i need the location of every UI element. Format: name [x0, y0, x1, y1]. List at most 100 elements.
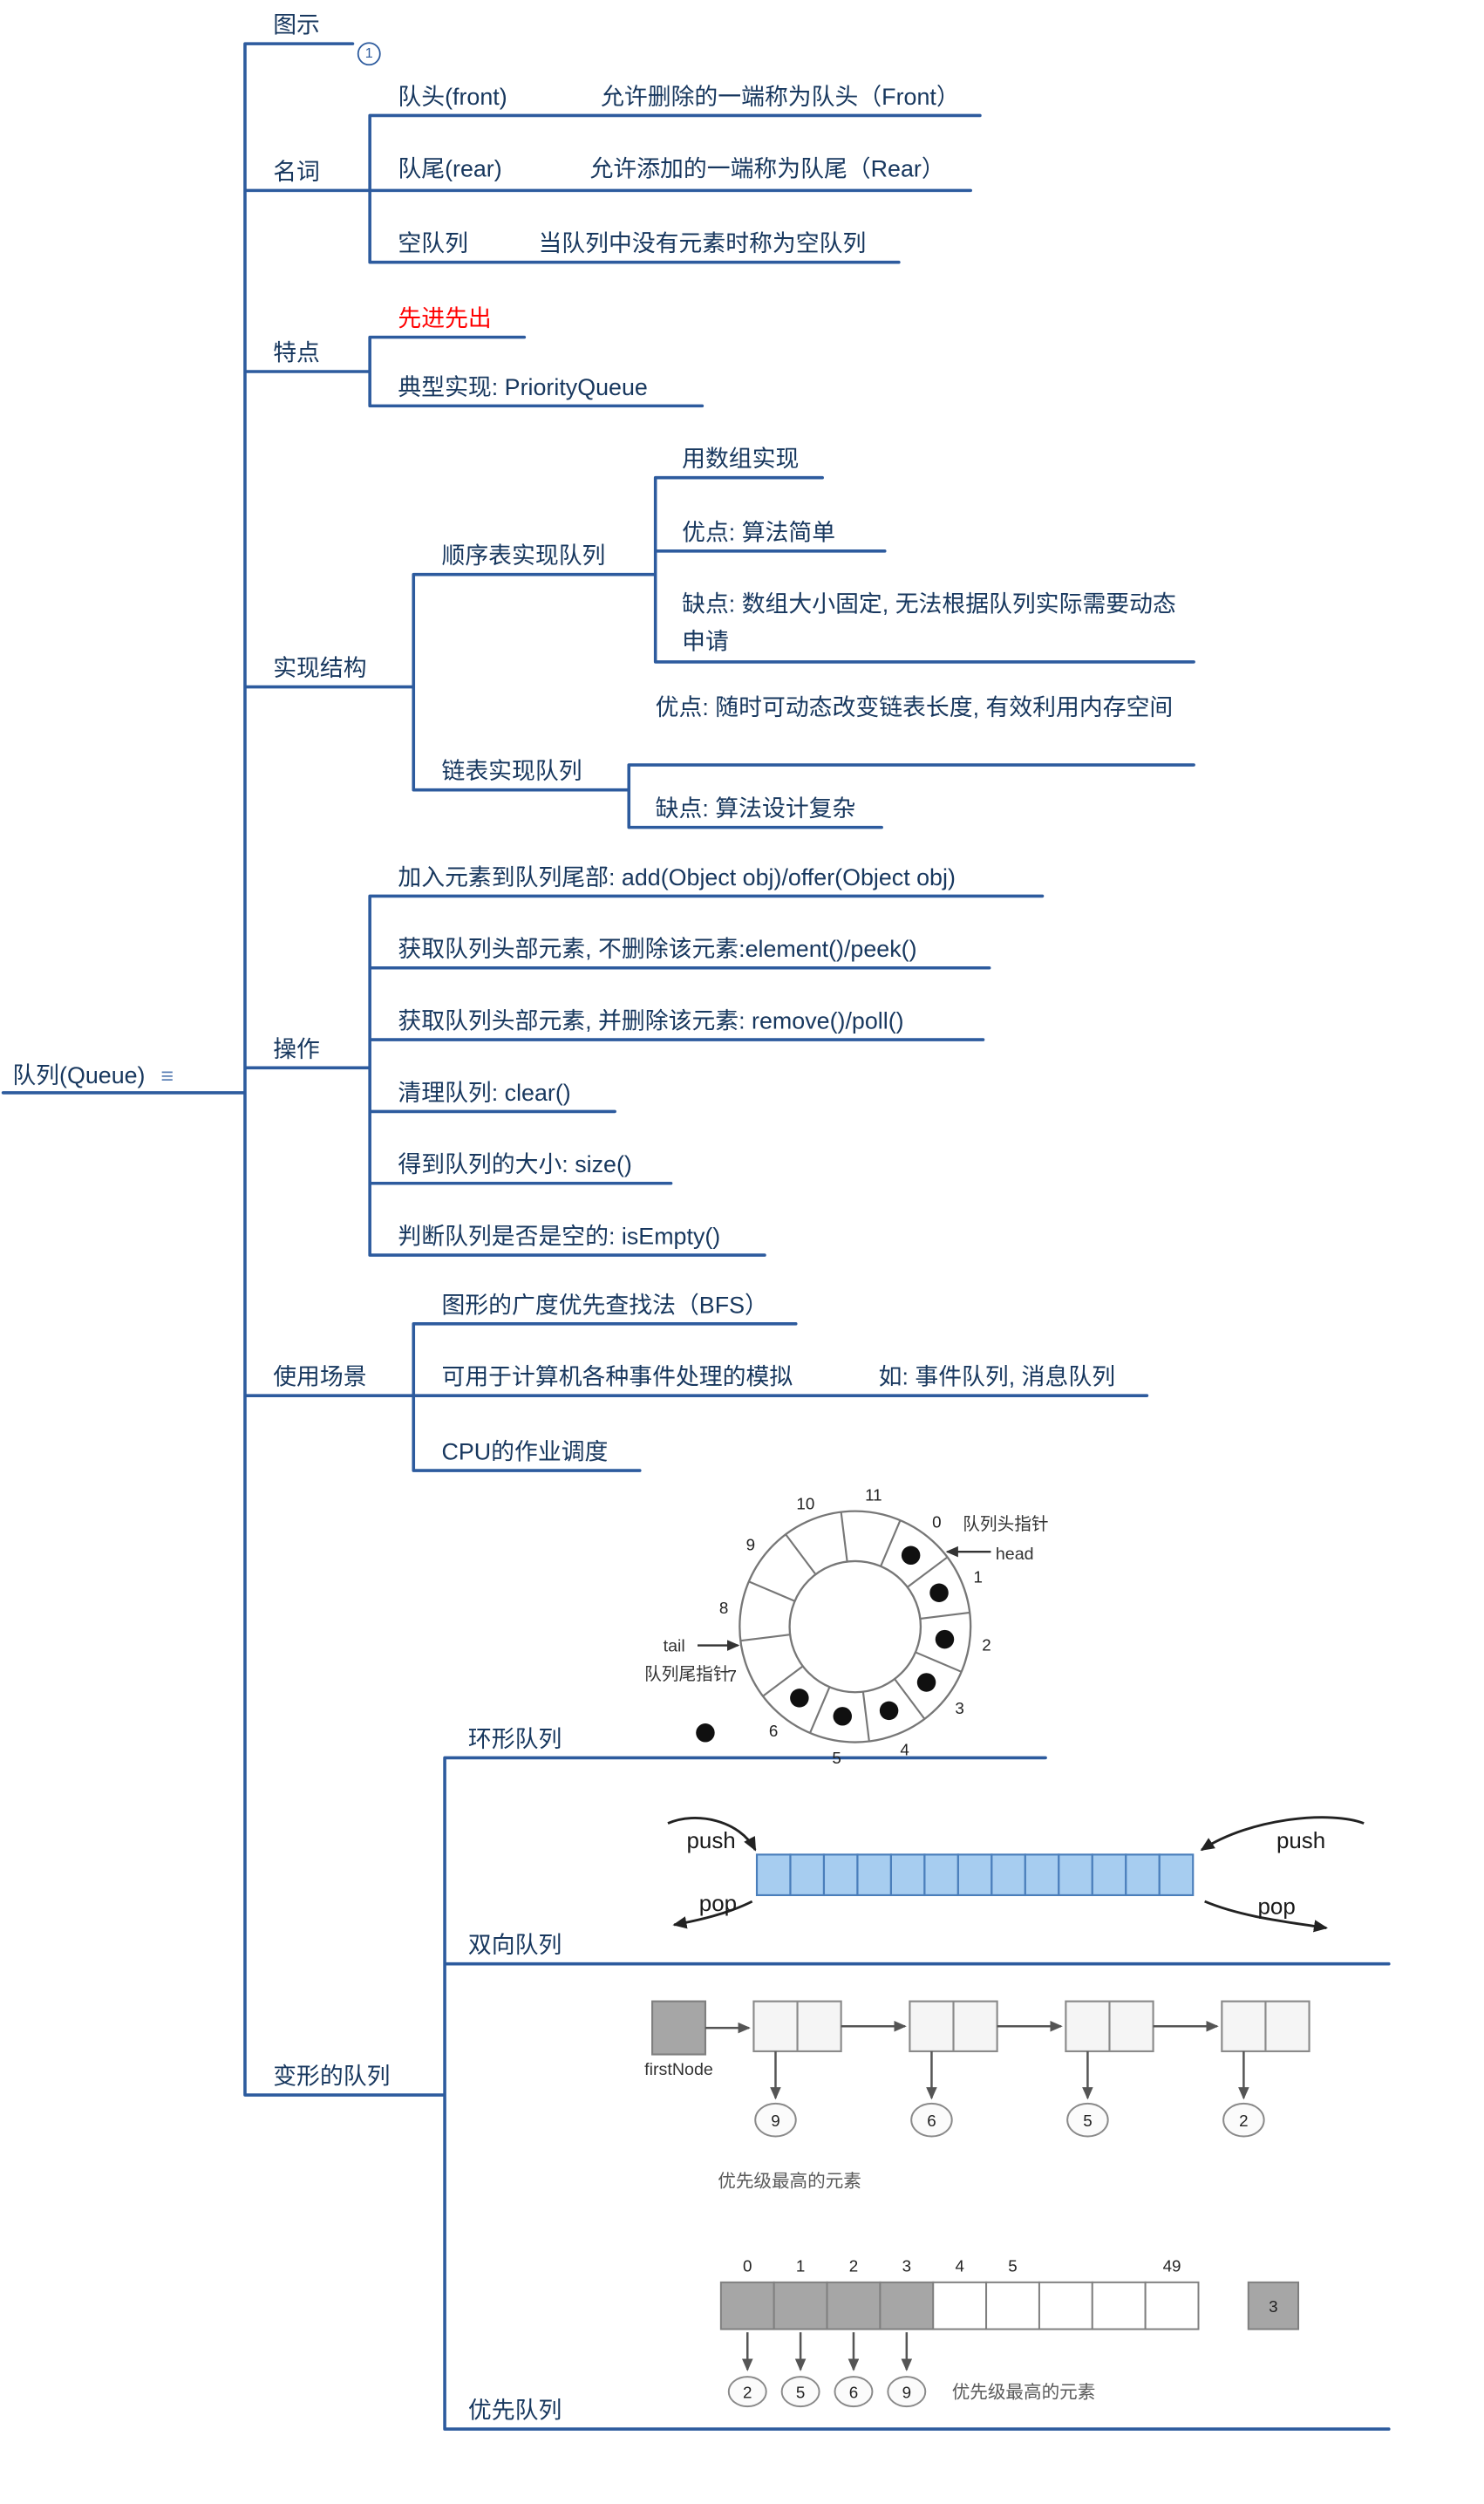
deque-cell — [1024, 1853, 1060, 1897]
push-left-arrow — [667, 1817, 757, 1852]
queue-element-dot — [901, 1545, 921, 1566]
ring-slot-number: 4 — [900, 1740, 909, 1758]
usecase-simulation-example[interactable]: 如: 事件队列, 消息队列 — [878, 1364, 1116, 1391]
impl-linked[interactable]: 链表实现队列 — [441, 758, 582, 786]
array-index-label: 5 — [1008, 2256, 1017, 2275]
priority-ellipse — [780, 2376, 820, 2408]
ring-divider — [907, 1556, 949, 1588]
queue-element-dot — [929, 1583, 949, 1602]
term-empty-desc[interactable]: 当队列中没有元素时称为空队列 — [538, 230, 867, 258]
deque-cell — [923, 1853, 959, 1897]
deque-cell — [755, 1853, 792, 1897]
deque-cell — [1158, 1853, 1195, 1897]
array-cell — [932, 2281, 988, 2330]
array-index-label: 4 — [955, 2256, 963, 2275]
impl-linked-con[interactable]: 缺点: 算法设计复杂 — [655, 795, 856, 823]
op-size[interactable]: 得到队列的大小: size() — [398, 1151, 632, 1179]
topic-number-badge[interactable]: 1 — [357, 42, 381, 66]
array-cell — [826, 2281, 882, 2330]
variant-priority[interactable]: 优先队列 — [467, 2398, 562, 2425]
ring-slot-number: 8 — [719, 1599, 728, 1617]
deque-cell — [889, 1853, 926, 1897]
array-index-label: 0 — [743, 2256, 752, 2275]
root-topic[interactable]: 队列(Queue) ≡ — [12, 1059, 174, 1095]
term-front-desc[interactable]: 允许删除的一端称为队头（Front） — [601, 84, 960, 112]
topic-use-cases[interactable]: 使用场景 — [273, 1364, 367, 1391]
priority-value: 9 — [902, 2383, 911, 2401]
op-peek[interactable]: 获取队列头部元素, 不删除该元素:element()/peek() — [398, 936, 917, 964]
ring-divider — [880, 1519, 902, 1567]
linked-caption: 优先级最高的元素 — [718, 2172, 861, 2192]
impl-sequential[interactable]: 顺序表实现队列 — [441, 542, 606, 570]
impl-array-con[interactable]: 缺点: 数组大小固定, 无法根据队列实际需要动态申请 — [682, 591, 1176, 656]
ring-slot-number: 10 — [796, 1494, 814, 1512]
pop-left-label: pop — [699, 1892, 737, 1916]
term-rear-desc[interactable]: 允许添加的一端称为队尾（Rear） — [589, 155, 945, 183]
impl-array-pro[interactable]: 优点: 算法简单 — [682, 520, 836, 547]
usecase-bfs[interactable]: 图形的广度优先查找法（BFS） — [441, 1293, 768, 1320]
queue-element-dot — [879, 1701, 899, 1721]
array-cell — [985, 2281, 1040, 2330]
notes-icon[interactable]: ≡ — [160, 1062, 174, 1088]
array-index-label: 49 — [1163, 2256, 1181, 2275]
extra-cell-box — [1247, 2281, 1300, 2330]
impl-array[interactable]: 用数组实现 — [682, 446, 800, 474]
extra-cell-value: 3 — [1269, 2297, 1277, 2316]
ring-divider — [861, 1691, 870, 1742]
array-cell — [719, 2281, 775, 2330]
ring-slot-number: 7 — [728, 1667, 737, 1685]
priority-ellipse — [887, 2376, 927, 2408]
feature-typical-impl[interactable]: 典型实现: PriorityQueue — [398, 374, 648, 402]
op-add[interactable]: 加入元素到队列尾部: add(Object obj)/offer(Object … — [398, 864, 956, 892]
op-isempty[interactable]: 判断队列是否是空的: isEmpty() — [398, 1224, 721, 1251]
deque-cell-array — [755, 1853, 1195, 1897]
value-label: 6 — [927, 2112, 936, 2130]
queue-element-dot — [790, 1689, 809, 1708]
usecase-cpu[interactable]: CPU的作业调度 — [441, 1439, 609, 1466]
deque-diagram: push pop push pop — [667, 1816, 1365, 1933]
topic-terms[interactable]: 名词 — [273, 159, 320, 186]
array-cell — [879, 2281, 935, 2330]
topic-implementation[interactable]: 实现结构 — [273, 655, 367, 683]
array-index-label: 1 — [796, 2256, 805, 2275]
topic-illustration[interactable]: 图示 — [273, 12, 320, 39]
head-pointer-label: 队列头指针 — [963, 1515, 1048, 1534]
ring-divider — [894, 1678, 926, 1720]
value-ellipse — [1222, 2102, 1265, 2138]
topic-operations[interactable]: 操作 — [273, 1036, 320, 1063]
term-rear[interactable]: 队尾(rear) — [398, 155, 502, 183]
root-topic-label: 队列(Queue) — [12, 1062, 146, 1090]
deque-cell — [1091, 1853, 1127, 1897]
topic-features[interactable]: 特点 — [273, 340, 320, 367]
priority-value: 5 — [796, 2383, 805, 2401]
usecase-simulation[interactable]: 可用于计算机各种事件处理的模拟 — [441, 1364, 793, 1391]
pop-left-arrow — [672, 1900, 753, 1929]
priority-ellipse — [727, 2376, 767, 2408]
feature-fifo[interactable]: 先进先出 — [398, 305, 492, 333]
topic-variants[interactable]: 变形的队列 — [273, 2064, 391, 2091]
variant-deque[interactable]: 双向队列 — [467, 1932, 562, 1960]
first-node-box — [651, 2000, 707, 2056]
deque-cell — [1125, 1853, 1161, 1897]
term-empty[interactable]: 空队列 — [398, 230, 468, 258]
impl-linked-pro[interactable]: 优点: 随时可动态改变链表长度, 有效利用内存空间 — [655, 694, 1174, 721]
push-left-label: push — [686, 1829, 735, 1853]
deque-cell — [1058, 1853, 1093, 1897]
variant-circular[interactable]: 环形队列 — [467, 1726, 562, 1754]
ring-slot-number: 0 — [932, 1512, 941, 1531]
op-poll[interactable]: 获取队列头部元素, 并删除该元素: remove()/poll() — [398, 1008, 904, 1035]
op-clear[interactable]: 清理队列: clear() — [398, 1080, 571, 1108]
value-ellipse — [1066, 2102, 1109, 2138]
value-label: 2 — [1239, 2112, 1248, 2130]
value-ellipse — [754, 2102, 797, 2138]
array-cell — [1091, 2281, 1147, 2330]
value-ellipse — [910, 2102, 953, 2138]
term-front[interactable]: 队头(front) — [398, 84, 507, 112]
pop-right-label: pop — [1257, 1894, 1295, 1919]
ring-slot-number: 9 — [746, 1536, 755, 1554]
